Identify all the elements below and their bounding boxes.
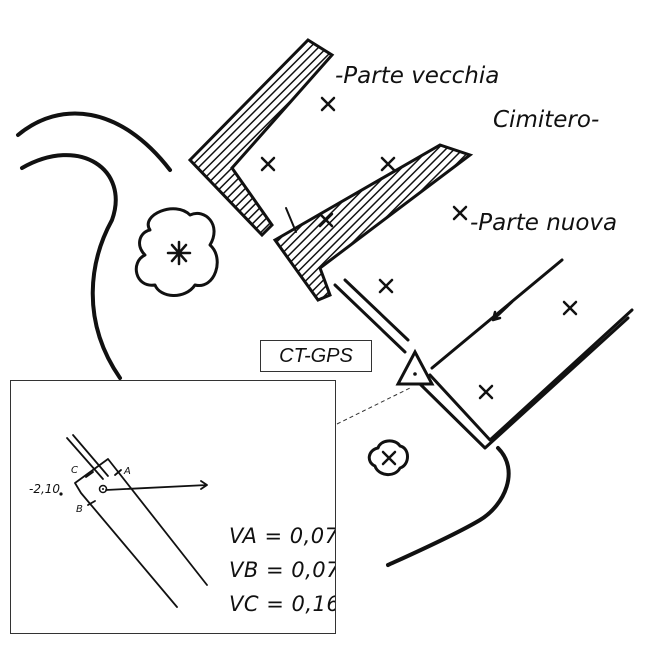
- survey-station-point: [413, 372, 417, 376]
- label-new-part: -Parte nuova: [470, 210, 617, 236]
- inset-reference-dot: [102, 488, 104, 490]
- road-lower-edge: [386, 446, 511, 567]
- tree-symbol-large: [134, 207, 219, 297]
- new-boundary-line: [418, 308, 634, 450]
- grave-marks: [260, 96, 578, 400]
- measurement-vb: VB = 0,07: [229, 558, 336, 582]
- inset-tick-c: [85, 471, 94, 478]
- inset-tick-a: [114, 469, 122, 476]
- detail-inset: -2,10 C A B VA = 0,07 VB = 0,07 VC = 0,1…: [10, 380, 336, 634]
- direction-arrow: [491, 300, 514, 322]
- survey-station-triangle[interactable]: [395, 348, 435, 386]
- tree-small-mark: [381, 450, 397, 466]
- inset-tick-b: [87, 500, 96, 506]
- inset-boundary-line: [66, 434, 109, 480]
- inner-fence-line: [430, 258, 564, 370]
- old-part-wall: [187, 38, 335, 238]
- station-label: CT-GPS: [260, 340, 372, 372]
- tree-center-mark: [166, 240, 192, 266]
- new-part-wall: [272, 143, 474, 302]
- road-outer-edge: [16, 111, 172, 172]
- boundary-double-line: [333, 278, 410, 354]
- label-cemetery: Cimitero-: [493, 107, 599, 133]
- inset-vector-arrow: [105, 480, 208, 491]
- inset-label-a: A: [123, 466, 131, 477]
- detail-sketch: -2,10 C A B: [29, 434, 208, 608]
- label-old-part: -Parte vecchia: [335, 63, 499, 89]
- leader-line: [336, 387, 411, 425]
- inset-reference-point: [98, 484, 108, 494]
- inset-label-c: C: [71, 465, 78, 476]
- small-tick: [285, 207, 297, 233]
- tree-symbol-small: [367, 439, 409, 476]
- road-inner-edge: [20, 153, 122, 380]
- measurement-va: VA = 0,07: [229, 524, 336, 548]
- inset-building-outline: [74, 458, 208, 608]
- inset-elevation-point: [59, 492, 63, 496]
- measurement-vc: VC = 0,16: [229, 592, 336, 616]
- inset-elevation-label: -2,10: [29, 482, 60, 496]
- inset-label-b: B: [76, 504, 83, 515]
